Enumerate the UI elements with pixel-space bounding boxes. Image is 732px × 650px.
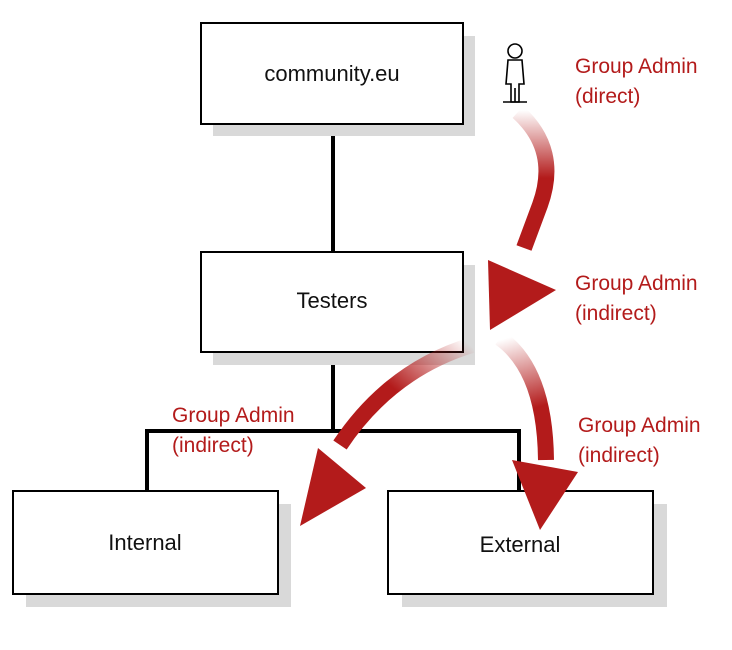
annotation-indirect-external-line2: (indirect)	[578, 444, 660, 467]
user-icon-head	[507, 43, 523, 59]
arrowhead	[488, 260, 556, 330]
arrow-testers-to-internal	[300, 337, 475, 526]
annotation-indirect-internal-line2: (indirect)	[172, 434, 254, 457]
annotation-direct-line1: Group Admin	[575, 55, 698, 78]
node-external: External	[387, 490, 667, 607]
node-internal: Internal	[12, 490, 291, 607]
user-icon	[503, 43, 527, 103]
annotation-indirect-testers-line2: (indirect)	[575, 302, 657, 325]
node-box	[200, 22, 464, 125]
node-testers: Testers	[200, 251, 475, 365]
node-box	[387, 490, 654, 595]
annotation-direct-line2: (direct)	[575, 85, 640, 108]
annotation-indirect-internal-line1: Group Admin	[172, 404, 295, 427]
tree-connectors	[145, 124, 521, 491]
arrow-testers-to-external	[495, 331, 578, 530]
node-label-external: External	[480, 532, 561, 557]
node-label-internal: Internal	[108, 530, 181, 555]
node-box	[12, 490, 279, 595]
arrow-direct-to-testers	[488, 106, 556, 330]
node-box	[200, 251, 464, 353]
annotation-direct: Group Admin (direct)	[575, 55, 698, 108]
annotation-indirect-testers: Group Admin (indirect)	[575, 272, 698, 325]
node-community-eu: community.eu	[200, 22, 475, 136]
annotation-indirect-internal: Group Admin (indirect)	[172, 404, 295, 457]
arrowhead	[300, 448, 366, 526]
annotation-indirect-external-line1: Group Admin	[578, 414, 701, 437]
node-label-community-eu: community.eu	[264, 61, 399, 86]
arrowhead	[512, 460, 578, 530]
node-label-testers: Testers	[297, 288, 368, 313]
annotation-indirect-external: Group Admin (indirect)	[578, 414, 701, 467]
connector-branch-bar	[145, 429, 521, 491]
annotation-indirect-testers-line1: Group Admin	[575, 272, 698, 295]
